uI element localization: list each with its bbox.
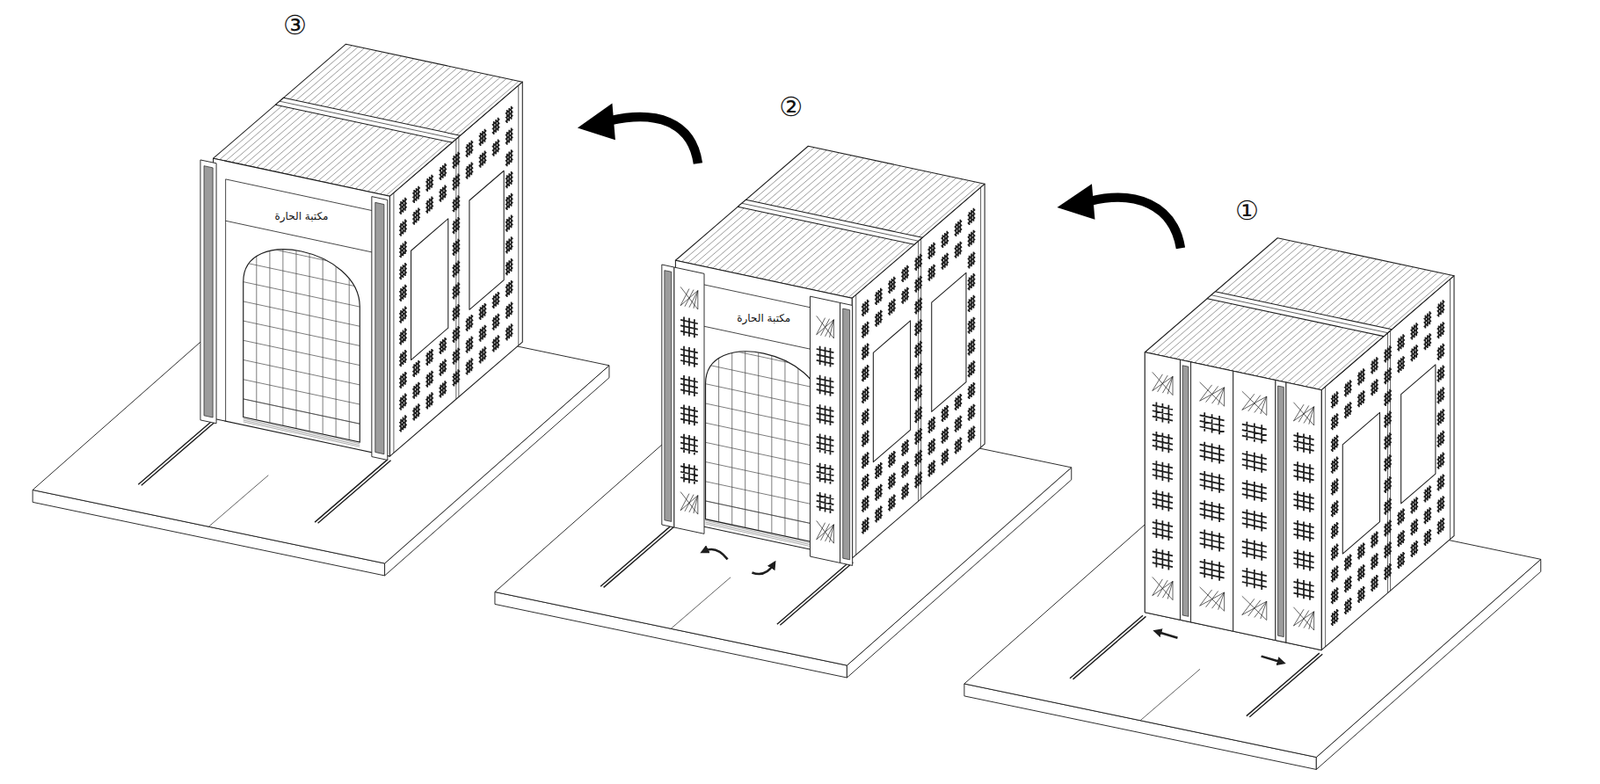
lattice-panel (809, 296, 840, 563)
sequence-arrow (1090, 197, 1181, 249)
floor-rail (314, 459, 391, 524)
lattice-pattern (816, 346, 835, 514)
kiosk-stage (32, 43, 610, 576)
sequence-arrow-head (1057, 183, 1096, 220)
lattice-panel (1286, 382, 1322, 651)
sign-text: مكتبة الحارة (271, 210, 331, 223)
step-number: ② (778, 94, 803, 121)
lattice-pattern (816, 315, 835, 544)
kiosk-front-closed (1144, 352, 1322, 651)
lattice-panel (1191, 362, 1234, 632)
shelving (243, 219, 361, 440)
floor-rail (600, 523, 677, 589)
shelving (705, 321, 823, 542)
sign-text: مكتبة الحارة (734, 312, 793, 325)
motion-arrow (704, 549, 728, 560)
motion-arrow (751, 564, 773, 575)
hatched-strip (200, 160, 217, 424)
hatched-infill (843, 308, 851, 560)
lattice-panel (674, 267, 705, 534)
hatched-infill (664, 270, 672, 523)
lattice-pattern (1200, 412, 1225, 581)
sequence-arrow (610, 116, 699, 164)
floor-rail (1246, 653, 1323, 718)
hatched-strip (1275, 380, 1287, 644)
side-window (1342, 412, 1380, 554)
step-number: ① (1235, 197, 1259, 225)
lattice-pattern (1242, 421, 1267, 590)
lattice-pattern (680, 317, 699, 485)
slab-joint (208, 475, 269, 528)
roof-ridge (276, 97, 461, 143)
slab-joint (1140, 669, 1200, 721)
lattice-pattern (680, 286, 699, 515)
arch-opening (243, 249, 361, 443)
side-window (872, 320, 910, 463)
hatched-strip (1179, 359, 1191, 623)
lattice-panel (1233, 370, 1276, 640)
motion-arrow (1261, 656, 1282, 663)
floor-rail (777, 561, 853, 626)
lattice-pattern (1200, 382, 1225, 611)
hatched-strip (371, 196, 388, 461)
floor-rail (138, 421, 214, 487)
step-number: ③ (283, 12, 307, 39)
arch-opening (705, 351, 823, 545)
floor-rail (1069, 615, 1146, 680)
sequence-arrow-head (577, 103, 616, 141)
side-window (1401, 364, 1436, 504)
lattice-pattern (1293, 402, 1314, 631)
roof-ridge-line (1211, 295, 1389, 334)
side-window (931, 272, 967, 412)
lattice-panel (1144, 352, 1180, 621)
hatched-infill (203, 166, 213, 418)
floor-planks (705, 520, 823, 549)
hatched-strip (661, 264, 675, 528)
lattice-pattern (1152, 371, 1173, 600)
kiosk-front-frame (213, 158, 391, 457)
lattice-pattern (1293, 432, 1314, 601)
hatched-strip (840, 302, 853, 566)
hatched-infill (1182, 365, 1189, 618)
lattice-pattern (1242, 391, 1267, 620)
lattice-pattern (1152, 402, 1173, 571)
kiosk-stage (494, 145, 1072, 678)
roof-ridge (1207, 291, 1392, 337)
slab-joint (670, 577, 731, 630)
roof-ridge-line (741, 203, 919, 241)
side-window (411, 218, 449, 361)
roof-ridge (737, 199, 923, 245)
floor-planks (243, 418, 361, 447)
side-window (469, 170, 504, 310)
hatched-infill (1278, 385, 1285, 638)
hatched-infill (375, 202, 385, 454)
kiosk-stage (964, 238, 1542, 771)
motion-arrow (1156, 632, 1178, 639)
sign-band (225, 179, 379, 454)
roof-ridge-line (279, 101, 457, 139)
